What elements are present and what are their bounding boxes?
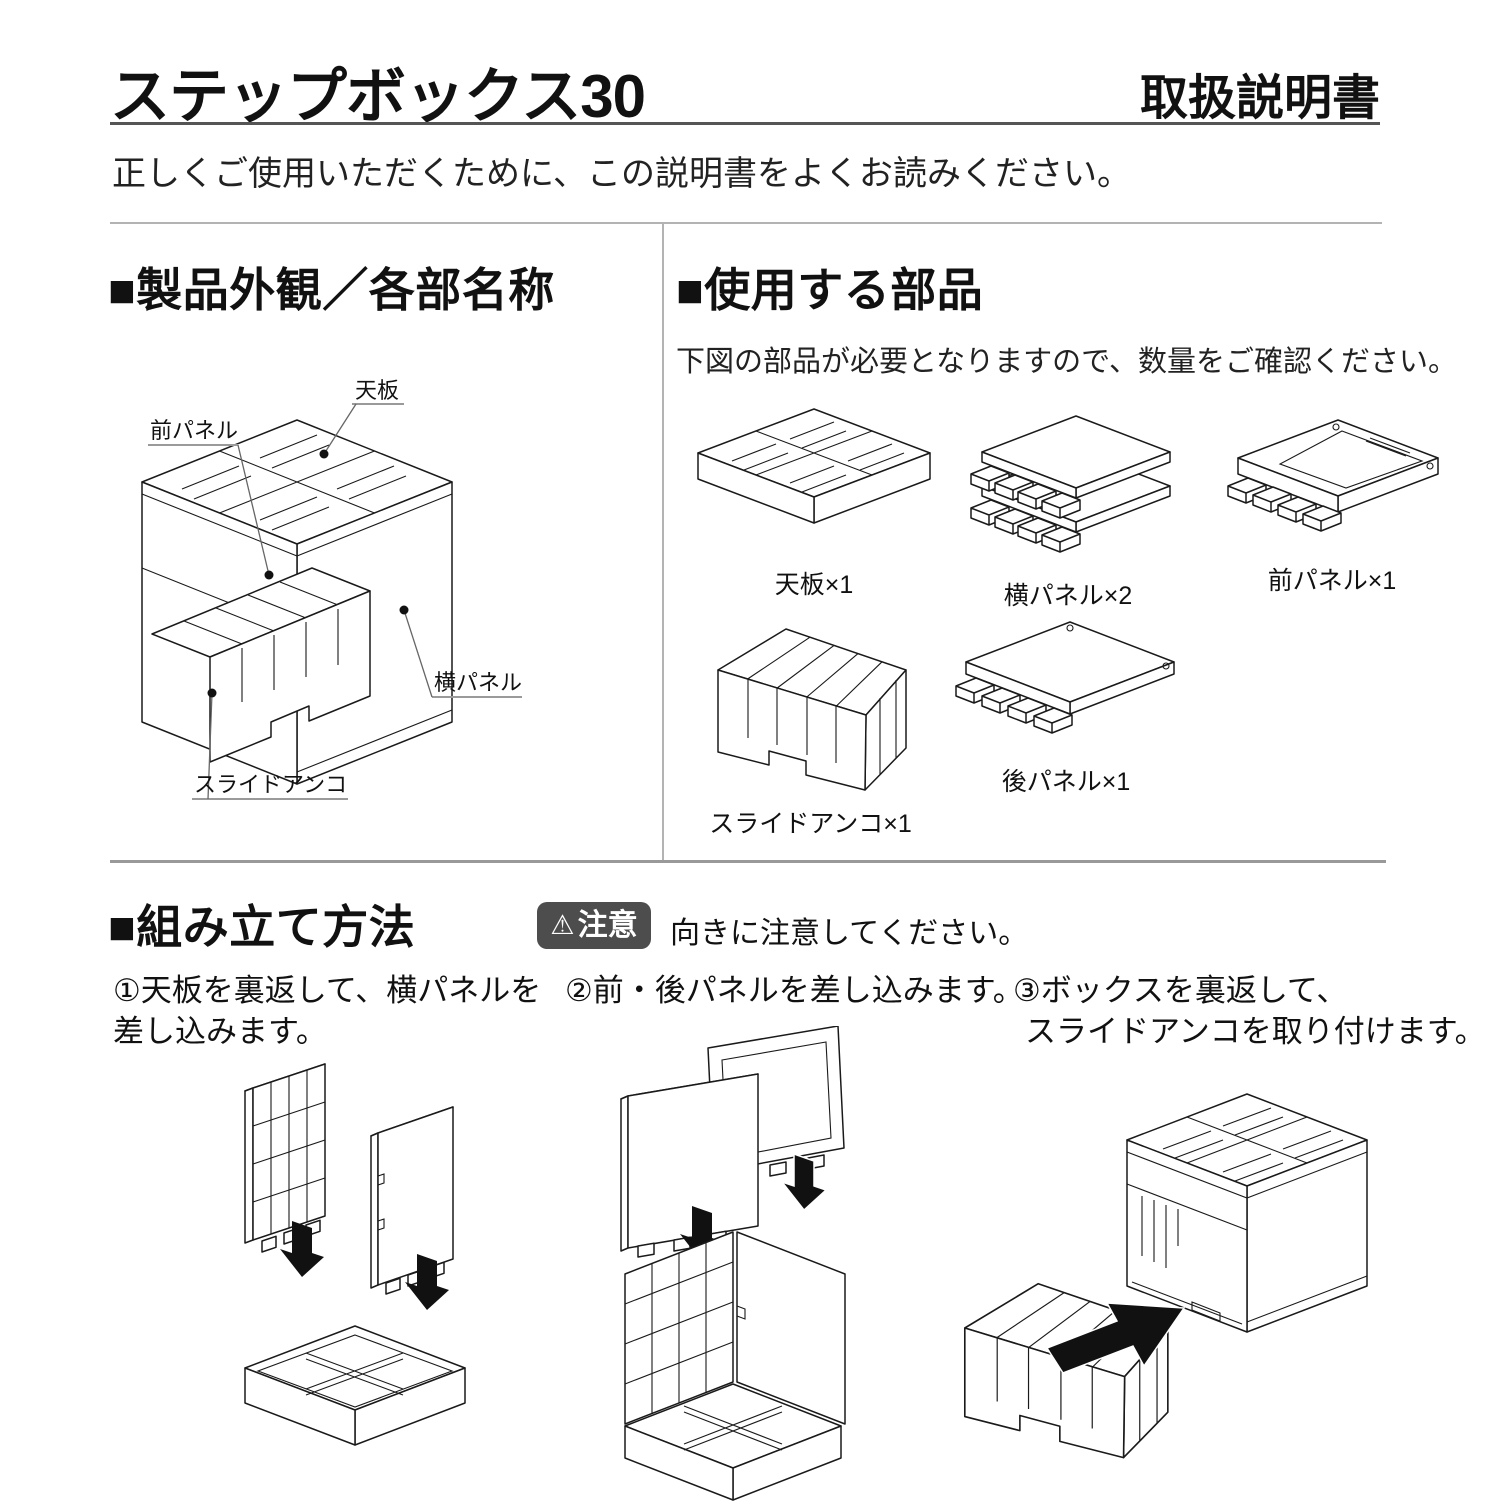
step3-line2: スライドアンコを取り付けます。 [1025,1014,1486,1049]
section-top-rule [110,222,1382,224]
caution-badge: ⚠ 注意 [537,902,651,949]
parts-heading: ■使用する部品 [676,264,984,316]
part-item-anko: スライドアンコ×1 [708,620,913,840]
caution-badge-label: 注意 [577,908,638,942]
part-tenban-drawing [697,408,931,524]
part-anko-drawing [717,628,907,791]
step2-diagram [620,1026,846,1501]
part-item-ushiro: 後パネル×1 [950,616,1182,798]
part-mae-drawing [1227,419,1439,532]
part-yoko-drawing [970,415,1171,553]
step3-line1: ③ボックスを裏返して、 [1013,973,1348,1008]
assembly-heading: ■組み立て方法 [108,901,416,953]
part-label: 横パネル×2 [1003,582,1133,610]
column-divider [662,223,664,861]
step3-text: ③ボックスを裏返して、 スライドアンコを取り付けます。 [1013,970,1486,1052]
part-item-tenban: 天板×1 [690,403,938,601]
label-side-panel: 横パネル [434,670,522,695]
section-bottom-rule [110,860,1386,863]
step1-line2: 差し込みます。 [113,1014,327,1049]
step1-diagram [244,1063,466,1446]
product-overview-diagram: 天板 前パネル 横パネル スライドアンコ [141,378,522,800]
step3-diagram [963,1093,1368,1459]
label-top-panel: 天板 [355,378,399,403]
caution-note: 向きに注意してください。 [670,917,1029,950]
intro-text: 正しくご使用いただくために、この説明書をよくお読みください。 [112,155,1131,193]
header-rule [110,122,1380,125]
step1-text: ①天板を裏返して、横パネルを 差し込みます。 [113,970,541,1052]
step1-line1: ①天板を裏返して、横パネルを [113,973,542,1008]
step2-line1: ②前・後パネルを差し込みます。 [565,973,1024,1008]
part-label: 後パネル×1 [1001,768,1131,796]
part-item-yoko: 横パネル×2 [958,412,1178,612]
part-label: 前パネル×1 [1267,567,1397,595]
part-item-mae: 前パネル×1 [1216,416,1448,597]
warning-icon: ⚠ [550,910,575,940]
label-front-panel: 前パネル [150,418,238,443]
part-label: 天板×1 [774,571,854,599]
part-label: スライドアンコ×1 [709,810,912,838]
step2-text: ②前・後パネルを差し込みます。 [565,970,1024,1011]
parts-note: 下図の部品が必要となりますので、数量をご確認ください。 [676,346,1457,378]
part-ushiro-drawing [955,621,1175,734]
page-title: ステップボックス30 [110,63,646,130]
label-slide-anko: スライドアンコ [194,772,347,797]
doc-type-label: 取扱説明書 [1139,72,1380,125]
overview-heading: ■製品外観／各部名称 [108,264,555,316]
